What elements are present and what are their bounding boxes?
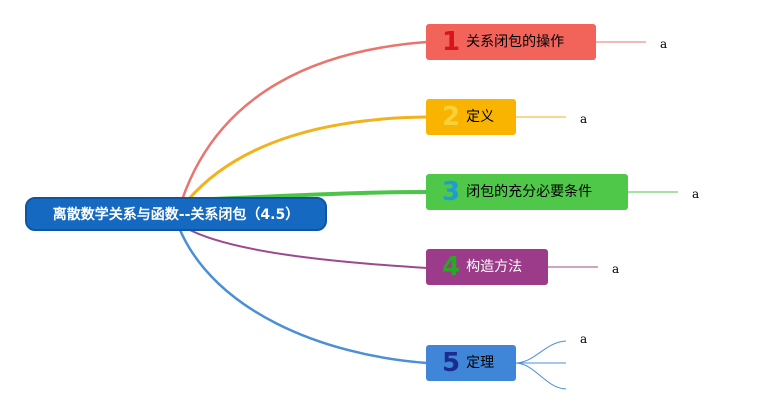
branch-node-3[interactable]: 3 闭包的充分必要条件 xyxy=(426,174,628,210)
connector-branch-4 xyxy=(185,227,428,269)
branch-label-3: 闭包的充分必要条件 xyxy=(466,184,593,200)
branch-label-1: 关系闭包的操作 xyxy=(466,34,565,50)
branch-label-5: 定理 xyxy=(466,355,495,371)
connector-branch-1 xyxy=(180,40,428,201)
branch-node-1[interactable]: 1 关系闭包的操作 xyxy=(426,24,596,60)
branch-label-2: 定义 xyxy=(466,109,495,125)
branch-node-2[interactable]: 2 定义 xyxy=(426,99,516,135)
leaf-text-3[interactable]: a xyxy=(692,187,700,201)
leaf-text-4[interactable]: a xyxy=(612,262,620,276)
branch-number-1: 1 xyxy=(442,27,461,57)
root-topic-label: 离散数学关系与函数--关系闭包（4.5） xyxy=(52,207,300,223)
branch-number-2: 2 xyxy=(442,102,461,132)
branch-label-4: 构造方法 xyxy=(466,259,523,275)
leaf-line-5c xyxy=(514,362,567,390)
branch-number-3: 3 xyxy=(442,177,461,207)
branch-node-4[interactable]: 4 构造方法 xyxy=(426,249,548,285)
branch-node-5[interactable]: 5 定理 xyxy=(426,345,516,381)
leaf-text-5[interactable]: a xyxy=(580,332,588,346)
root-topic[interactable]: 离散数学关系与函数--关系闭包（4.5） xyxy=(25,197,327,231)
leaf-text-2[interactable]: a xyxy=(580,112,588,126)
branch-number-4: 4 xyxy=(442,252,461,282)
connector-branch-5 xyxy=(178,229,428,365)
leaf-text-1[interactable]: a xyxy=(660,37,668,51)
leaf-line-5a xyxy=(514,340,567,364)
connector-branch-2 xyxy=(186,115,428,201)
branch-number-5: 5 xyxy=(442,348,461,378)
